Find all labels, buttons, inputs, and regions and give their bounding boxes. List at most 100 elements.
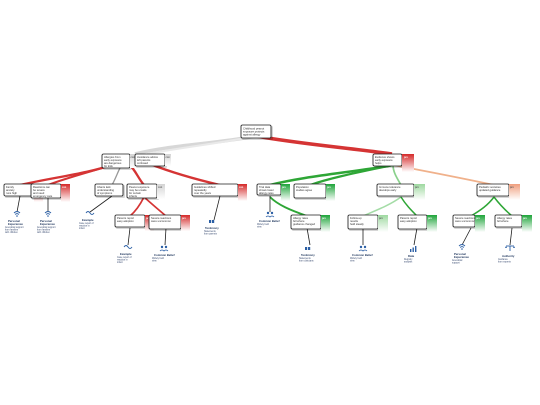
claim-a14[interactable]: Parents report easy adoption pro bbox=[397, 214, 437, 232]
leaf-1[interactable]: Personal Experience Anecdotal support fr… bbox=[5, 211, 24, 235]
claim-a4-line-1: Peanut exposure bbox=[129, 185, 150, 189]
leaf-7-caption-1: Widely held bbox=[257, 224, 270, 226]
tag-a10-label: pro bbox=[146, 217, 150, 220]
leaf-10-caption-1: Registry bbox=[404, 258, 413, 261]
claim-a1-line-3: runs high bbox=[6, 191, 18, 195]
tag-a11 bbox=[181, 215, 190, 231]
claim-a6-line-1: Trial data bbox=[259, 185, 271, 189]
tag-a16 bbox=[522, 215, 532, 232]
claim-a9[interactable]: Pediatric societies updated guidance pro bbox=[476, 183, 520, 200]
claim-a5[interactable]: Guidelines shifted repeatedly over the y… bbox=[191, 183, 247, 201]
tag-left-label: con bbox=[131, 156, 136, 159]
claim-a4[interactable]: Peanut exposure may be unsafe for certai… bbox=[126, 183, 165, 200]
claim-a3-line-3: of symptoms bbox=[97, 191, 113, 195]
leaf-10[interactable]: Data Registry analysis bbox=[404, 246, 417, 264]
leaf-4[interactable]: Example Case report of reaction in infan… bbox=[117, 245, 133, 265]
leaf-3-caption-3: infant bbox=[79, 227, 85, 230]
claim-a12-line-3: guidance changed bbox=[293, 222, 315, 226]
tag-a2-label: con bbox=[62, 186, 67, 189]
claim-a12[interactable]: Allergy rates fell where guidance change… bbox=[290, 214, 330, 232]
tag-a5 bbox=[238, 184, 247, 201]
leaf-6[interactable]: Testimony Statements from parents bbox=[204, 220, 219, 236]
claim-a6-line-3: allergy rates bbox=[259, 191, 274, 195]
claim-a16[interactable]: Allergy rates fell where pro bbox=[494, 214, 532, 232]
claim-a5-line-3: over the years bbox=[194, 191, 212, 195]
leaf-1-caption-3: with children bbox=[5, 231, 18, 234]
claim-a3[interactable]: Infants lack understanding of symptoms bbox=[94, 183, 125, 198]
tag-right bbox=[402, 154, 414, 172]
tag-a12-label: pro bbox=[322, 217, 326, 220]
claim-a13-line-3: held steady bbox=[350, 222, 364, 226]
tag-a15 bbox=[475, 215, 485, 232]
claim-right-head-line-1: Evidence shows bbox=[375, 155, 395, 159]
claim-a16-line-2: fell where bbox=[497, 219, 509, 223]
edge-to-leaf-5 bbox=[164, 227, 167, 246]
edge-to-leaf-8 bbox=[306, 227, 311, 246]
tag-a5-label: con bbox=[239, 186, 244, 189]
claim-a15[interactable]: Severe reactions were uncommon pro bbox=[452, 214, 485, 232]
claim-a13-line-2: results bbox=[350, 219, 359, 223]
leaf-2[interactable]: Personal Experience Anecdotal support fr… bbox=[37, 211, 56, 235]
tag-a9-label: pro bbox=[510, 186, 514, 189]
tag-a7 bbox=[326, 184, 335, 201]
edge-root-mid bbox=[146, 135, 257, 155]
claim-a6-line-2: shows lower bbox=[259, 188, 274, 192]
link-icon bbox=[123, 245, 133, 249]
claim-a10[interactable]: Parents report easy adoption pro bbox=[114, 214, 154, 231]
tag-a8 bbox=[414, 184, 425, 200]
tag-a15-label: pro bbox=[476, 217, 480, 220]
leaf-1-subtitle: Experience bbox=[8, 222, 23, 226]
people-icon bbox=[265, 211, 275, 218]
leaf-5-caption-1: Widely held bbox=[152, 258, 165, 260]
leaf-8-title: Testimony bbox=[301, 253, 315, 257]
wifi-icon bbox=[44, 211, 52, 217]
root-claim[interactable]: Childhood peanut exposure protects again… bbox=[240, 124, 273, 140]
claim-a12-line-1: Allergy rates bbox=[293, 216, 309, 220]
claim-a7-line-1: Population bbox=[296, 185, 309, 189]
edge-a9-sub1 bbox=[470, 196, 495, 217]
claim-a8[interactable]: Immune tolerance develops early pro bbox=[376, 183, 425, 200]
claim-mid-head[interactable]: Avoidance advice left parents confused c… bbox=[134, 153, 171, 168]
leaf-9[interactable]: Common Belief Widely held view bbox=[350, 245, 373, 263]
claim-a4-line-4: infants bbox=[129, 194, 138, 198]
claim-right-head-line-3: helps bbox=[375, 161, 382, 165]
tag-a11-label: pro bbox=[182, 217, 186, 220]
leaf-5-title: Common Belief bbox=[154, 253, 175, 257]
leaf-8[interactable]: Testimony Statements from clinicians bbox=[299, 247, 315, 263]
leaf-12-caption-1: Guidance bbox=[498, 259, 509, 261]
leaf-12[interactable]: Authority Guidance from experts bbox=[498, 245, 515, 264]
claim-right-head[interactable]: Evidence shows early exposure helps pro bbox=[372, 153, 414, 172]
claim-a3-line-2: understanding bbox=[97, 188, 115, 192]
leaf-10-caption-2: analysis bbox=[404, 262, 413, 264]
leaf-1-caption-1: Anecdotal support bbox=[5, 226, 24, 229]
claim-left-head[interactable]: Allergies from early exposure are danger… bbox=[101, 153, 136, 170]
leaf-5[interactable]: Common Belief Widely held view bbox=[152, 245, 175, 263]
claim-a2[interactable]: Reactions can be severe and need emergen… bbox=[30, 183, 70, 202]
leaf-7[interactable]: Common Belief Widely held view bbox=[257, 211, 280, 229]
claim-a13[interactable]: Follow-up results held steady pro bbox=[347, 214, 388, 232]
claim-a4-line-2: may be unsafe bbox=[129, 188, 147, 192]
claim-left-head-line-4: for kids bbox=[104, 164, 113, 168]
tag-a6 bbox=[281, 184, 290, 201]
leaf-11[interactable]: Personal Experience Anecdotal support bbox=[452, 244, 469, 265]
tag-mid bbox=[165, 154, 171, 166]
leaf-1-title: Personal bbox=[8, 219, 20, 223]
claim-a7[interactable]: Population studies agree pro bbox=[293, 183, 335, 201]
leaf-2-caption-2: from families bbox=[37, 229, 51, 232]
leaf-6-caption-2: from parents bbox=[204, 233, 218, 236]
link-icon bbox=[85, 211, 95, 215]
leaf-5-caption-2: view bbox=[152, 261, 157, 263]
root-line-3: against allergy bbox=[243, 133, 261, 137]
claim-a3-line-1: Infants lack bbox=[97, 185, 111, 189]
scale-icon bbox=[505, 245, 515, 251]
people-icon bbox=[159, 245, 169, 252]
claim-a14-line-1: Parents report bbox=[400, 216, 417, 220]
leaf-1-caption-2: from families bbox=[5, 229, 19, 232]
claim-a6[interactable]: Trial data shows lower allergy rates pro bbox=[256, 183, 290, 201]
claim-a11[interactable]: Severe reactions were uncommon pro bbox=[148, 214, 190, 231]
leaf-3[interactable]: Example Case report of reaction in infan… bbox=[79, 211, 95, 231]
edge-a9-sub2 bbox=[493, 196, 513, 217]
edge-to-leaf-12 bbox=[509, 227, 513, 246]
